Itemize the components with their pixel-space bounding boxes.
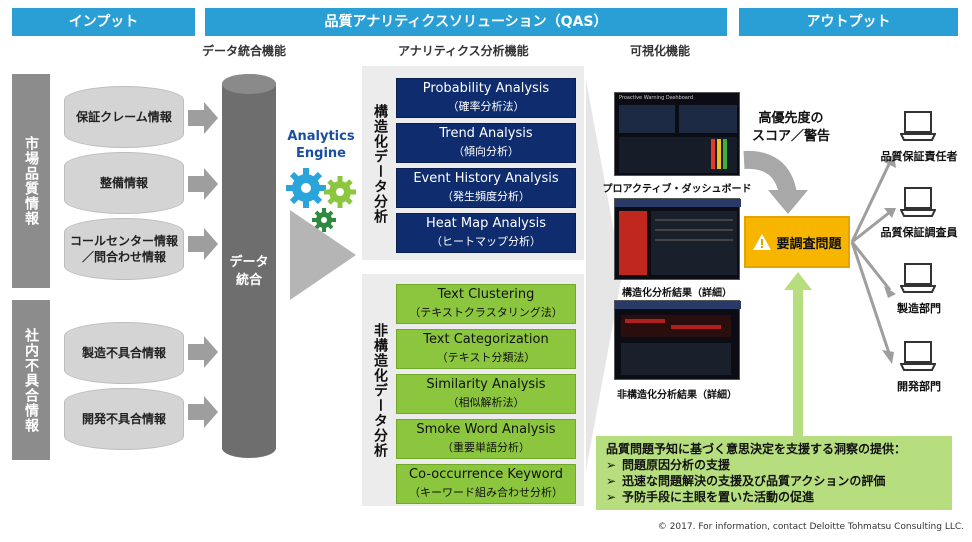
header-input: インプット bbox=[12, 8, 195, 36]
dashboard-title: Proactive Warning Dashboard bbox=[619, 95, 693, 101]
insights-item: ➢予防手段に主眼を置いた活動の促進 bbox=[606, 489, 942, 505]
score-warning-label: 高優先度の スコア／警告 bbox=[746, 110, 836, 146]
trend-analysis-ja: （傾向分析） bbox=[397, 143, 575, 161]
structured-analysis-label: 構造化データ分析 bbox=[364, 74, 396, 254]
db-call-center: コールセンター情報 ／問合わせ情報 bbox=[64, 218, 184, 280]
text-categorization-ja: （テキスト分類法） bbox=[397, 349, 575, 367]
insights-item: ➢迅速な問題解決の支援及び品質アクションの評価 bbox=[606, 473, 942, 489]
unstructured-results-caption: 非構造化分析結果（詳細） bbox=[600, 386, 754, 401]
fan-out-arrows bbox=[850, 150, 900, 370]
laptop-icon bbox=[900, 262, 936, 294]
alert-box: 要調査問題 bbox=[744, 216, 850, 268]
trend-analysis-en: Trend Analysis bbox=[397, 125, 575, 143]
event-history-analysis-box: Event History Analysis （発生頻度分析） bbox=[396, 168, 576, 208]
heat-map-analysis-box: Heat Map Analysis （ヒートマップ分析） bbox=[396, 213, 576, 253]
db-maintenance: 整備情報 bbox=[64, 152, 184, 214]
chevron-right-icon: ➢ bbox=[606, 457, 622, 473]
dashboard-screenshot: Proactive Warning Dashboard bbox=[614, 92, 740, 176]
co-occurrence-keyword-box: Co-occurrence Keyword （キーワード組み合わせ分析） bbox=[396, 464, 576, 504]
event-history-analysis-ja: （発生頻度分析） bbox=[397, 188, 575, 206]
text-categorization-box: Text Categorization （テキスト分類法） bbox=[396, 329, 576, 369]
recipient-development: 開発部門 bbox=[870, 378, 968, 394]
trend-analysis-box: Trend Analysis （傾向分析） bbox=[396, 123, 576, 163]
laptop-icon bbox=[900, 186, 936, 218]
text-clustering-en: Text Clustering bbox=[397, 286, 575, 304]
co-occurrence-keyword-ja: （キーワード組み合わせ分析） bbox=[397, 484, 575, 502]
flow-triangle-icon bbox=[290, 210, 360, 300]
db-development-defects: 開発不具合情報 bbox=[64, 388, 184, 450]
smoke-word-analysis-en: Smoke Word Analysis bbox=[397, 421, 575, 439]
subheader-visualization: 可視化機能 bbox=[630, 42, 690, 59]
arrow-right-icon bbox=[188, 228, 218, 260]
green-up-arrow-icon bbox=[784, 272, 812, 436]
insights-item: ➢問題原因分析の支援 bbox=[606, 457, 942, 473]
similarity-analysis-box: Similarity Analysis （相似解析法） bbox=[396, 374, 576, 414]
heat-map-analysis-en: Heat Map Analysis bbox=[397, 215, 575, 233]
similarity-analysis-ja: （相似解析法） bbox=[397, 394, 575, 412]
probability-analysis-ja: （確率分析法） bbox=[397, 98, 575, 116]
subheader-analytics: アナリティクス分析機能 bbox=[398, 42, 529, 59]
structured-results-caption: 構造化分析結果（詳細） bbox=[600, 284, 754, 299]
smoke-word-analysis-box: Smoke Word Analysis （重要単語分析） bbox=[396, 419, 576, 459]
analytics-engine-label: Analytics Engine bbox=[278, 128, 364, 162]
input-arrows bbox=[186, 100, 222, 430]
curved-arrow-icon bbox=[742, 150, 812, 216]
db-manufacturing-defects: 製造不具合情報 bbox=[64, 322, 184, 384]
arrow-right-icon bbox=[188, 336, 218, 368]
recipient-qa-manager: 品質保証責任者 bbox=[870, 148, 968, 164]
text-categorization-en: Text Categorization bbox=[397, 331, 575, 349]
chevron-right-icon: ➢ bbox=[606, 489, 622, 505]
text-clustering-ja: （テキストクラスタリング法） bbox=[397, 304, 575, 322]
probability-analysis-box: Probability Analysis （確率分析法） bbox=[396, 78, 576, 118]
insights-title: 品質問題予知に基づく意思決定を支援する洞察の提供： bbox=[606, 441, 942, 457]
co-occurrence-keyword-en: Co-occurrence Keyword bbox=[397, 466, 575, 484]
internal-defect-label: 社内不具合情報 bbox=[12, 300, 50, 460]
laptop-icon bbox=[900, 340, 936, 372]
recipient-qa-investigator: 品質保証調査員 bbox=[870, 224, 968, 240]
header-qas: 品質アナリティクスソリューション（QAS） bbox=[205, 8, 727, 36]
warning-icon bbox=[752, 233, 772, 251]
footer-copyright: © 2017. For information, contact Deloitt… bbox=[600, 522, 964, 532]
unstructured-analysis-label: 非構造化データ分析 bbox=[364, 290, 396, 490]
smoke-word-analysis-ja: （重要単語分析） bbox=[397, 439, 575, 457]
subheader-integration: データ統合機能 bbox=[202, 42, 286, 59]
chevron-right-icon: ➢ bbox=[606, 473, 622, 489]
unstructured-results-screenshot bbox=[614, 300, 740, 380]
db-warranty-claims: 保証クレーム情報 bbox=[64, 86, 184, 148]
dashboard-caption: プロアクティブ・ダッシュボード bbox=[600, 180, 754, 195]
arrow-right-icon bbox=[188, 102, 218, 134]
alert-label: 要調査問題 bbox=[776, 233, 841, 252]
text-clustering-box: Text Clustering （テキストクラスタリング法） bbox=[396, 284, 576, 324]
recipient-manufacturing: 製造部門 bbox=[870, 300, 968, 316]
arrow-right-icon bbox=[188, 168, 218, 200]
data-integration-label: データ 統合 bbox=[222, 254, 276, 290]
data-integration-cylinder: データ 統合 bbox=[222, 74, 276, 458]
event-history-analysis-en: Event History Analysis bbox=[397, 170, 575, 188]
market-quality-label: 市場品質情報 bbox=[12, 74, 50, 288]
laptop-icon bbox=[900, 110, 936, 142]
insights-box: 品質問題予知に基づく意思決定を支援する洞察の提供： ➢問題原因分析の支援 ➢迅速… bbox=[596, 436, 952, 510]
similarity-analysis-en: Similarity Analysis bbox=[397, 376, 575, 394]
heat-map-analysis-ja: （ヒートマップ分析） bbox=[397, 233, 575, 251]
header-output: アウトプット bbox=[739, 8, 958, 36]
probability-analysis-en: Probability Analysis bbox=[397, 80, 575, 98]
arrow-right-icon bbox=[188, 396, 218, 428]
structured-results-screenshot bbox=[614, 198, 740, 280]
